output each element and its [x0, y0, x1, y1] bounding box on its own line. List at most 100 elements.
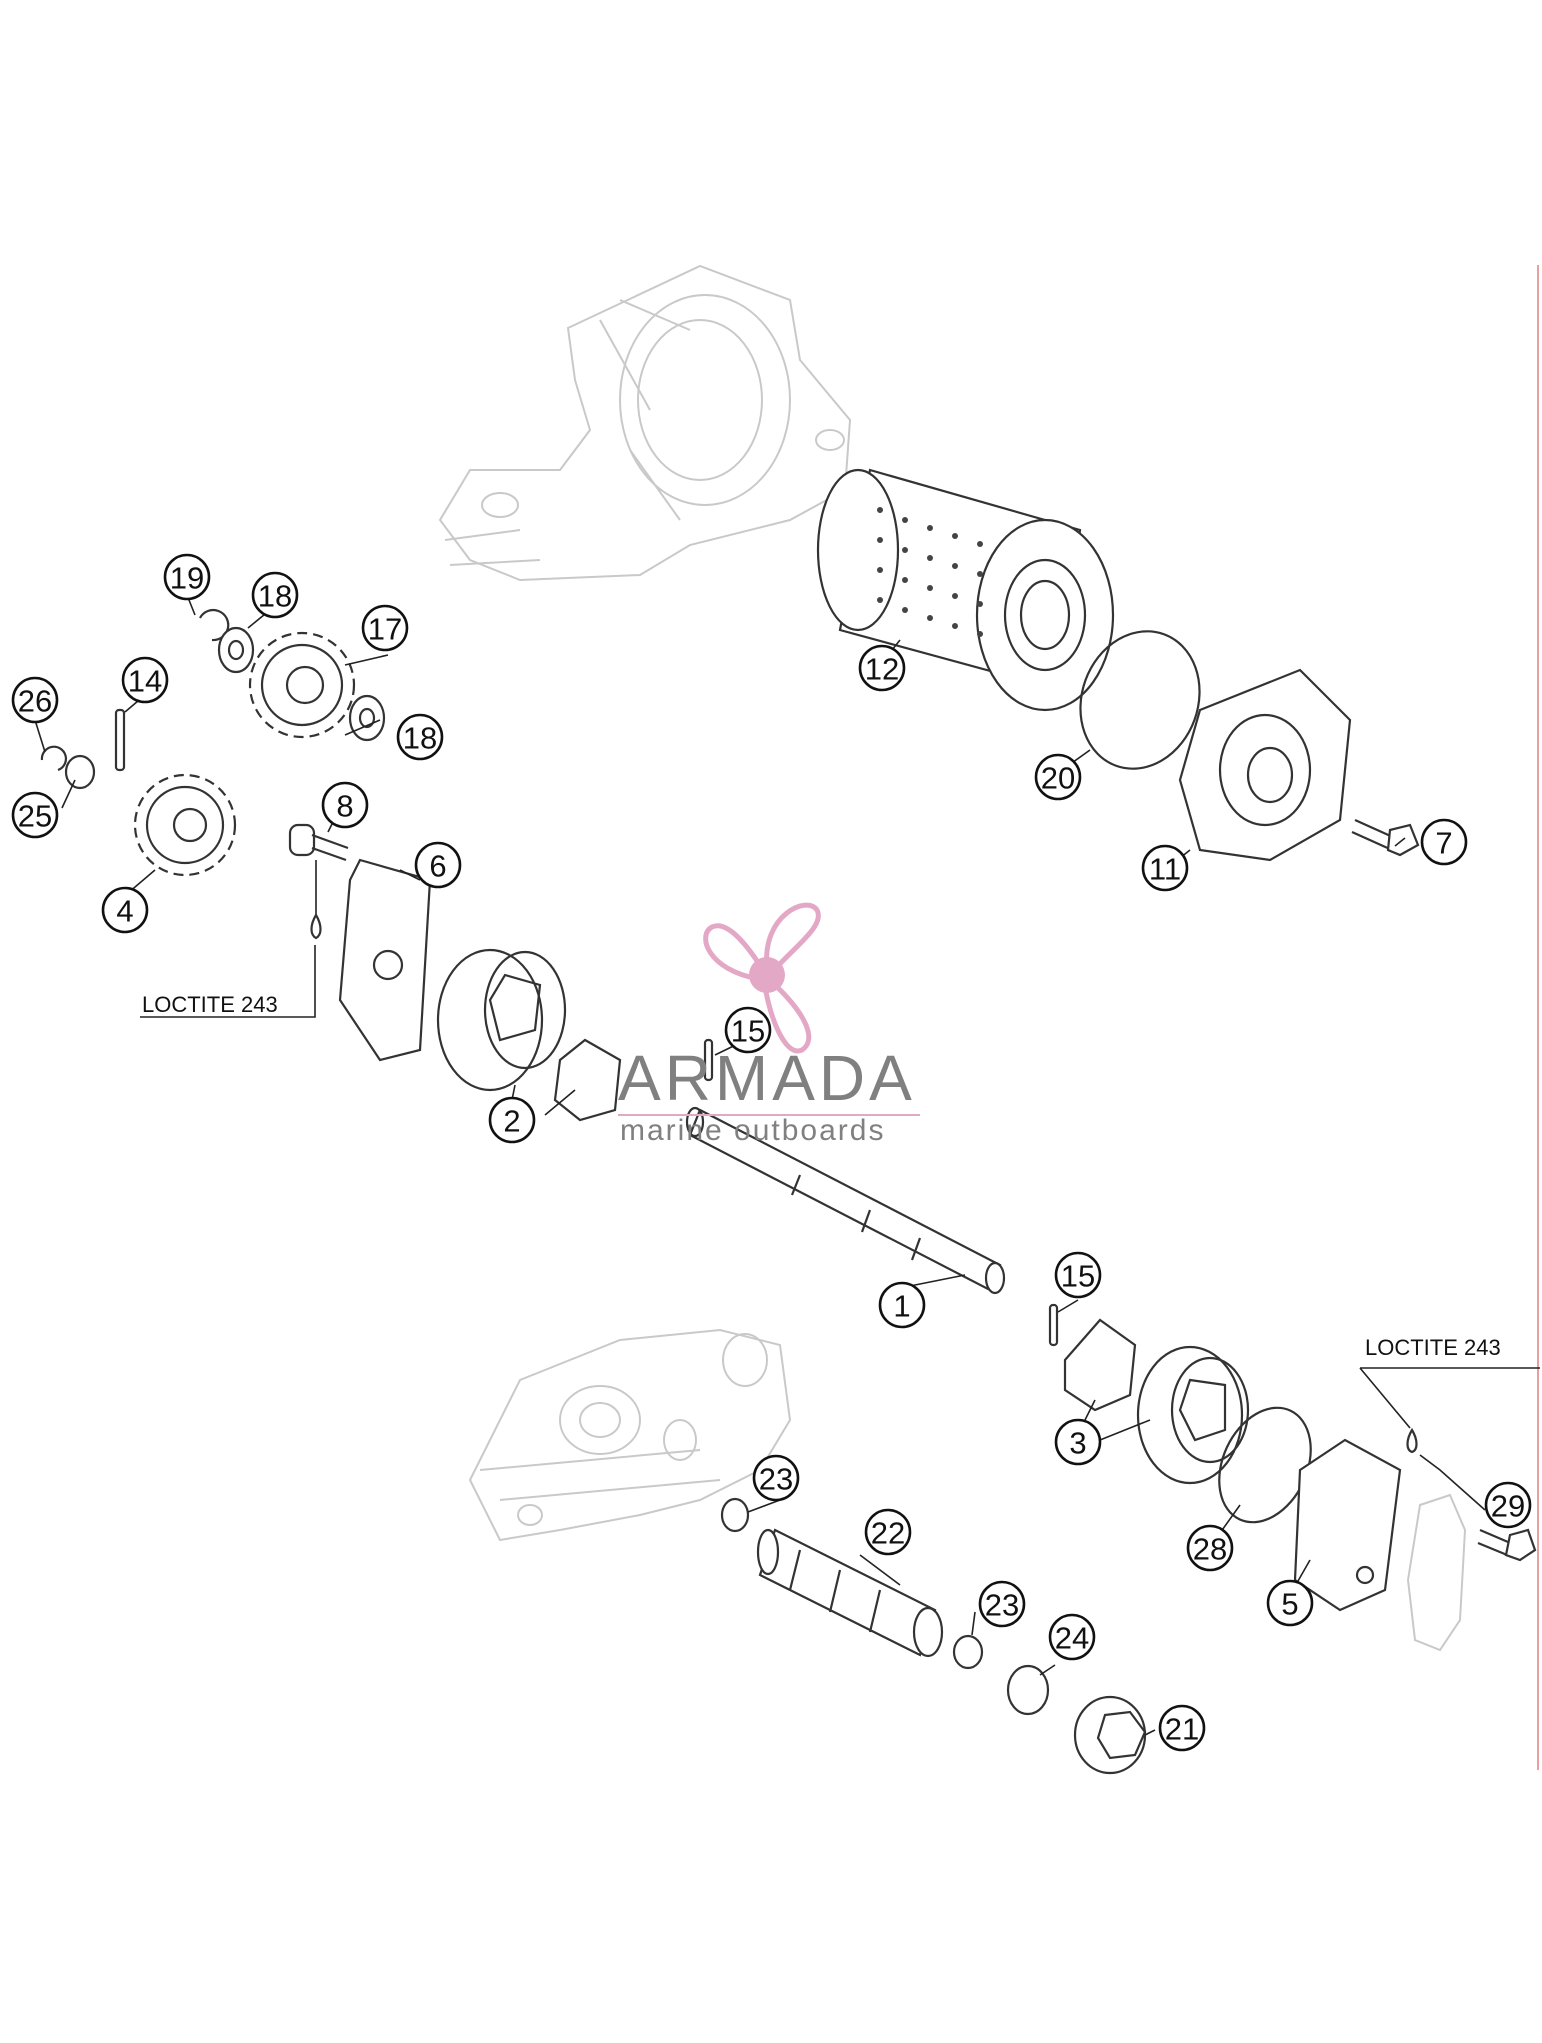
callout-26-label: 26 — [18, 684, 52, 719]
callout-18-bottom: 18 — [396, 713, 444, 761]
filter-cover — [1178, 668, 1352, 862]
callout-29-label: 29 — [1491, 1489, 1525, 1524]
callout-23-top: 23 — [752, 1454, 800, 1502]
callout-2: 2 — [488, 1096, 536, 1144]
callout-14-label: 14 — [128, 664, 162, 699]
callout-29-circle — [1484, 1481, 1532, 1529]
callout-21-circle — [1158, 1704, 1206, 1752]
cover-plate-5-hole — [1355, 1565, 1375, 1585]
washer-25 — [64, 754, 96, 790]
callout-15-top-circle — [724, 1006, 772, 1054]
callout-18-top: 18 — [251, 571, 299, 619]
callout-3: 3 — [1054, 1418, 1102, 1466]
callout-23-bottom-circle — [978, 1580, 1026, 1628]
callout-12-circle — [858, 644, 906, 692]
oil-strainer-22 — [756, 1528, 944, 1658]
callout-5-circle — [1266, 1579, 1314, 1627]
callout-17-circle — [361, 604, 409, 652]
loctite-drop-left — [310, 912, 322, 940]
watermark-subtitle: marine outboards — [620, 1114, 885, 1147]
callout-26-circle — [11, 676, 59, 724]
callout-4-circle — [101, 886, 149, 934]
callout-19: 19 — [163, 553, 211, 601]
callout-18-top-circle — [251, 571, 299, 619]
callout-28: 28 — [1186, 1524, 1234, 1572]
callout-15-top: 15 — [724, 1006, 772, 1054]
callout-1-label: 1 — [893, 1289, 910, 1324]
callout-28-label: 28 — [1193, 1532, 1227, 1567]
callout-25-label: 25 — [18, 799, 52, 834]
callout-11-label: 11 — [1149, 852, 1181, 887]
callout-6-circle — [414, 841, 462, 889]
callout-15-bottom-circle — [1054, 1251, 1102, 1299]
callout-20-label: 20 — [1041, 761, 1075, 796]
callout-4: 4 — [101, 886, 149, 934]
callout-7-label: 7 — [1435, 826, 1452, 861]
inner-rotor-2 — [553, 1038, 622, 1122]
callout-8-circle — [321, 781, 369, 829]
callout-24-circle — [1048, 1613, 1096, 1661]
washer-18-bottom — [348, 694, 386, 742]
callout-1-circle — [878, 1281, 926, 1329]
callout-6: 6 — [414, 841, 462, 889]
callout-11-circle — [1141, 844, 1189, 892]
callout-20-circle — [1034, 753, 1082, 801]
inner-rotor-3 — [1063, 1318, 1137, 1412]
o-ring-24 — [1006, 1664, 1050, 1716]
plate-6 — [338, 858, 432, 1062]
callout-17: 17 — [361, 604, 409, 652]
callout-15-bottom-label: 15 — [1061, 1259, 1095, 1294]
gear-4 — [133, 773, 237, 877]
pin-14 — [114, 708, 126, 772]
cover-plate-5 — [1293, 1438, 1402, 1612]
callout-11: 11 — [1141, 844, 1189, 892]
callout-29: 29 — [1484, 1481, 1532, 1529]
engine-casing-top-ghost — [438, 264, 852, 582]
callout-23-top-label: 23 — [759, 1462, 793, 1497]
callout-25: 25 — [11, 791, 59, 839]
callout-24: 24 — [1048, 1613, 1096, 1661]
loctite-note-left: LOCTITE 243 — [142, 992, 278, 1017]
armada-watermark: ARMADA marine outboards — [618, 902, 920, 1147]
callout-18-bottom-circle — [396, 713, 444, 761]
bracket-ghost — [1406, 1493, 1467, 1652]
washer-18-top — [217, 626, 255, 674]
propeller-logo-icon — [703, 902, 821, 1054]
callout-8-label: 8 — [336, 789, 353, 824]
callout-group: 1234567811121415151718181920212223232425… — [11, 553, 1532, 1752]
callout-15-bottom: 15 — [1054, 1251, 1102, 1299]
watermark-title: ARMADA — [618, 1042, 916, 1114]
callout-21: 21 — [1158, 1704, 1206, 1752]
circlip-26 — [40, 745, 68, 772]
callout-23-bottom: 23 — [978, 1580, 1026, 1628]
engine-casing-bottom-ghost — [468, 1328, 792, 1542]
pump-shaft-1 — [685, 1106, 1006, 1295]
bolt-29 — [1477, 1528, 1537, 1562]
callout-14: 14 — [121, 656, 169, 704]
callout-20: 20 — [1034, 753, 1082, 801]
callout-22-label: 22 — [871, 1516, 905, 1551]
callout-18-top-label: 18 — [258, 579, 292, 614]
callout-4-label: 4 — [116, 894, 133, 929]
callout-1: 1 — [878, 1281, 926, 1329]
callout-14-circle — [121, 656, 169, 704]
bolt-7 — [1351, 818, 1420, 857]
callout-6-label: 6 — [429, 849, 446, 884]
callout-3-label: 3 — [1069, 1426, 1086, 1461]
callout-19-circle — [163, 553, 211, 601]
callout-21-label: 21 — [1165, 1712, 1199, 1747]
o-ring-20 — [1079, 630, 1201, 770]
washer-18-bottom-hole — [358, 707, 376, 729]
loctite-note-right: LOCTITE 243 — [1365, 1335, 1501, 1360]
callout-3-circle — [1054, 1418, 1102, 1466]
callout-7-circle — [1420, 818, 1468, 866]
drain-plug-21 — [1073, 1695, 1147, 1775]
oil-pump-rotor-3 — [1136, 1345, 1250, 1485]
oil-filter — [816, 468, 1115, 712]
oil-pump-rotor-2 — [436, 948, 567, 1092]
callout-12-label: 12 — [865, 652, 899, 687]
o-ring-23-top — [720, 1497, 750, 1533]
callout-24-label: 24 — [1055, 1621, 1089, 1656]
o-ring-23-bottom — [952, 1634, 984, 1670]
